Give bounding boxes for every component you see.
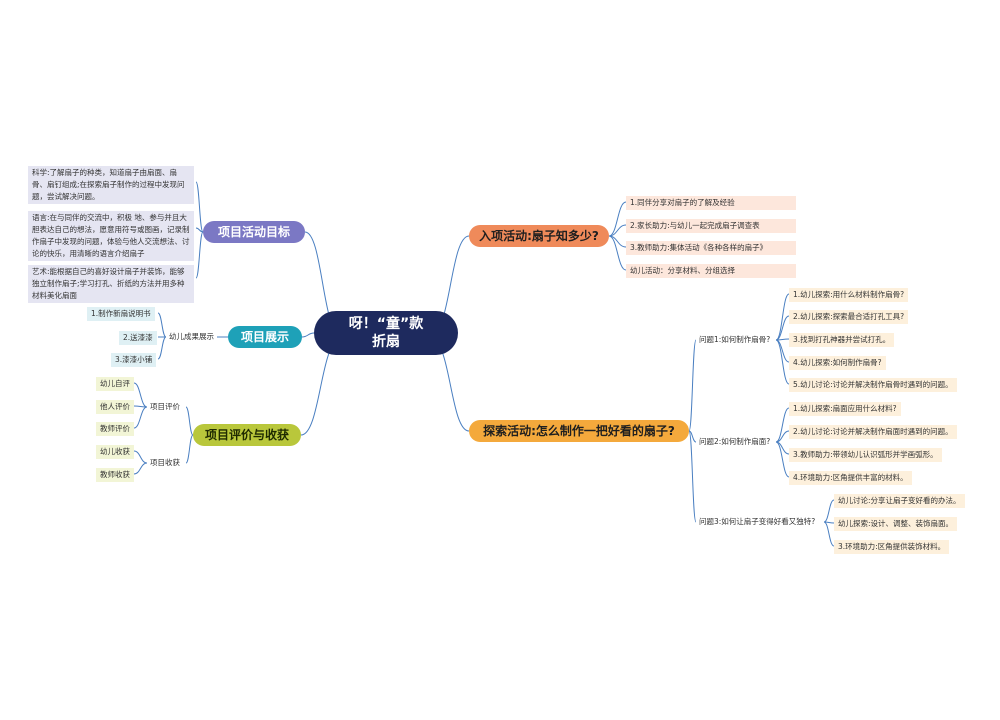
eval-peer: 他人评价 xyxy=(96,400,134,414)
link-q1-1 xyxy=(775,293,790,341)
explore-q3: 问题3:如何让扇子变得好看又独特? xyxy=(696,516,819,528)
q2-item-4: 4.环境助力:区角提供丰富的材料。 xyxy=(789,471,912,485)
link-root-display xyxy=(301,332,315,338)
eval-group-assessment: 项目评价 xyxy=(147,401,183,413)
link-explore-q3 xyxy=(688,430,697,523)
link-goals-3 xyxy=(195,231,204,279)
link-q2-2 xyxy=(775,430,790,443)
harvest-child: 幼儿收获 xyxy=(96,445,134,459)
link-eval-1 xyxy=(133,382,148,408)
link-q2-1 xyxy=(775,407,790,443)
q3-item-3: 3.环境助力:区角提供装饰材料。 xyxy=(834,540,950,554)
link-entry-2 xyxy=(608,224,627,237)
branch-display[interactable]: 项目展示 xyxy=(228,326,302,348)
root-topic[interactable]: 呀！“童”款 折扇 xyxy=(314,311,458,355)
eval-teacher: 教师评价 xyxy=(96,422,134,436)
link-entry-1 xyxy=(608,201,627,237)
link-eval-g1 xyxy=(185,406,194,436)
q2-item-3: 3.教师助力:带领幼儿认识弧形并学画弧形。 xyxy=(789,448,942,462)
q1-item-5: 5.幼儿讨论:讨论并解决制作扇骨时遇到的问题。 xyxy=(789,378,957,392)
entry-item-1: 1.同伴分享对扇子的了解及经验 xyxy=(626,196,796,210)
branch-evaluation[interactable]: 项目评价与收获 xyxy=(193,424,301,446)
goal-language: 语言:在与同伴的交流中，积极 地、参与并且大胆表达自己的想法，愿意用符号或图画，… xyxy=(28,211,194,261)
q1-item-4: 4.幼儿探索:如何制作扇骨? xyxy=(789,356,886,370)
display-item-1: 1.制作新扇说明书 xyxy=(87,307,155,321)
root-title-line1: 呀！“童”款 xyxy=(348,316,424,332)
goal-science: 科学:了解扇子的种类，知道扇子由扇面、扇骨、扇钉组成;在探索扇子制作的过程中发现… xyxy=(28,166,194,204)
q3-item-2: 幼儿探索:设计、调整、装饰扇面。 xyxy=(834,517,958,531)
link-q3-1 xyxy=(823,499,835,523)
q1-item-3: 3.找到打孔神器并尝试打孔。 xyxy=(789,333,895,347)
link-q2-4 xyxy=(775,441,790,478)
q1-item-2: 2.幼儿探索:探索最合适打孔工具? xyxy=(789,310,909,324)
branch-entry[interactable]: 入项活动:扇子知多少? xyxy=(469,225,609,247)
link-goals-2 xyxy=(195,227,204,233)
link-explore-q2 xyxy=(688,430,697,443)
q2-item-2: 2.幼儿讨论:讨论并解决制作扇面时遇到的问题。 xyxy=(789,425,957,439)
goal-art: 艺术:能根据自己的喜好设计扇子并装饰，能够独立制作扇子;学习打孔、折纸的方法并用… xyxy=(28,265,194,303)
explore-q2: 问题2:如何制作扇面? xyxy=(696,436,774,448)
link-q1-5 xyxy=(775,339,790,385)
display-item-2: 2.送漆漆 xyxy=(119,331,157,345)
link-entry-4 xyxy=(608,235,627,271)
entry-item-4: 幼儿活动：分享材料、分组选择 xyxy=(626,264,796,278)
harvest-teacher: 教师收获 xyxy=(96,468,134,482)
link-eval-3 xyxy=(133,406,148,429)
entry-item-3: 3.教师助力:集体活动《各种各样的扇子》 xyxy=(626,241,796,255)
link-explore-q1 xyxy=(688,339,697,432)
link-q1-2 xyxy=(775,315,790,341)
q3-item-1: 幼儿讨论:分享让扇子变好看的办法。 xyxy=(834,494,965,508)
q2-item-1: 1.幼儿探索:扇面应用什么材料? xyxy=(789,402,901,416)
link-eval-g2 xyxy=(185,434,194,464)
link-goals-1 xyxy=(195,181,204,233)
root-title-line2: 折扇 xyxy=(372,334,400,350)
branch-explore[interactable]: 探索活动:怎么制作一把好看的扇子? xyxy=(469,420,689,442)
link-harvest-2 xyxy=(133,462,148,475)
link-q3-3 xyxy=(823,521,835,547)
link-display-1 xyxy=(157,312,167,338)
link-display-3 xyxy=(157,336,167,360)
entry-item-2: 2.家长助力:与幼儿一起完成扇子调查表 xyxy=(626,219,796,233)
q1-item-1: 1.幼儿探索:用什么材料制作扇骨? xyxy=(789,288,909,302)
link-harvest-1 xyxy=(133,450,148,464)
explore-q1: 问题1:如何制作扇骨? xyxy=(696,334,774,346)
display-sub-showcase: 幼儿成果展示 xyxy=(166,331,217,343)
branch-goals[interactable]: 项目活动目标 xyxy=(203,221,305,243)
eval-group-harvest: 项目收获 xyxy=(147,457,183,469)
display-item-3: 3.漆漆小铺 xyxy=(111,353,157,367)
eval-self: 幼儿自评 xyxy=(96,377,134,391)
